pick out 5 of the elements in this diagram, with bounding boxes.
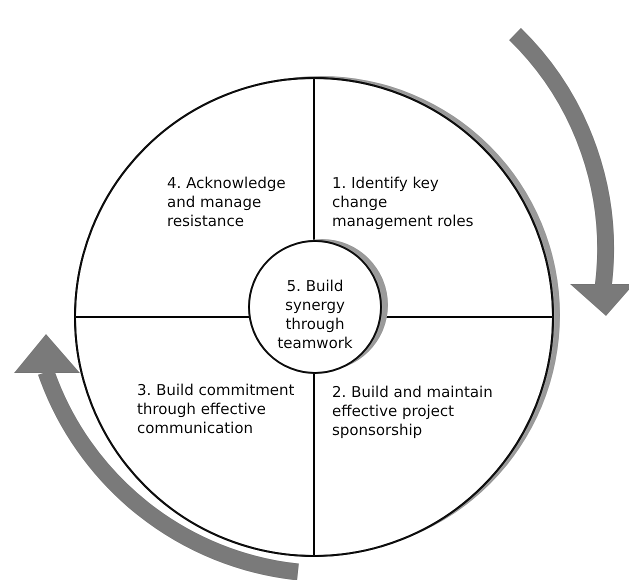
- step-label: 5. Build synergy through teamwork: [276, 277, 354, 353]
- step-label: 4. Acknowledge and manage resistance: [167, 174, 287, 231]
- step-label: 2. Build and maintain effective project sponsorship: [332, 383, 494, 440]
- step-label: 3. Build commitment through effective communication: [137, 381, 296, 438]
- step-label: 1. Identify key change management roles: [332, 174, 474, 231]
